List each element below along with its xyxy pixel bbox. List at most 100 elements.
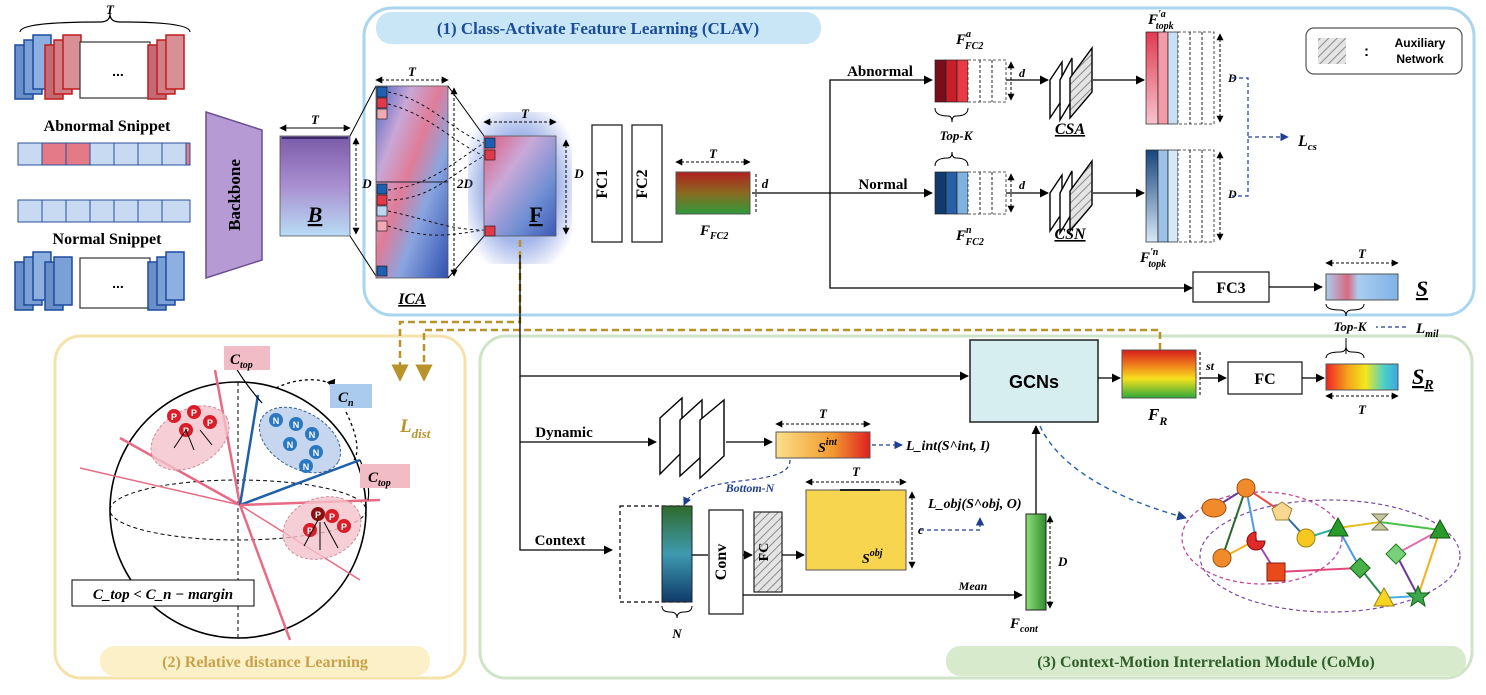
cn-arc [275,378,336,389]
sobj-label: Sobj [862,548,883,567]
svg-text:Ctop: Ctop [230,352,253,371]
bottom-video-frames [14,251,185,311]
p-node-label: P [171,412,177,422]
fc3-label: FC3 [1216,280,1245,297]
clav-region [362,6,1476,317]
ffc2-d-label: d [762,176,769,191]
n-label: N [671,626,682,641]
gcns-to-graph-arrow [1039,425,1187,521]
n-node-label: N [287,440,294,450]
s-label: S [1416,276,1428,301]
s-t-label: T [1358,246,1367,261]
normal-branch-label: Normal [858,177,907,193]
dynamic-label: Dynamic [535,425,593,441]
ctop-top-label: Ctop [224,346,270,371]
context-line [519,376,613,555]
fr-block: st FR [1121,349,1215,428]
ffc2-label: FFC2 [699,223,728,242]
clav-title: (1) Class-Activate Feature Learning (CLA… [437,19,759,38]
sobj-t-label: T [852,464,861,479]
f-label: F [529,202,542,227]
fr-label: FR [1147,405,1167,428]
ica-block: T 2D ICA [375,64,474,308]
n-nodes: N N N N N N [269,413,323,473]
lcs-label: Lcs [1297,133,1317,153]
graph-illustration [1181,478,1461,613]
cn-label: Cn [330,384,372,409]
n-node-label: N [273,416,280,426]
s-block: T S [1325,246,1428,317]
fn-d-label: d [1019,178,1026,192]
sobj-block: T Sobj c [805,464,924,571]
csn-block: CSN [1049,158,1093,243]
como-title-pill [946,646,1466,676]
abnormal-snippet-bar [17,142,191,166]
fr-st-label: st [1205,359,1215,373]
p-node-label: P [191,408,197,418]
lint-label: L_int(S^int, I) [905,439,990,454]
legend-line2: Network [1396,52,1444,66]
b-block: T D B [279,112,372,237]
top-snippet-t-label: T [106,2,115,17]
conv-label: Conv [713,544,730,580]
lobj-label: L_obj(S^obj, O) [927,497,1022,512]
abnormal-branch [829,75,933,193]
ica-t-label: T [408,64,417,79]
p-node-label: P [329,512,335,522]
equation-text: C_top < C_n − margin [93,587,233,603]
rdl-region [53,334,467,680]
normal-snippet-bar [17,199,191,223]
b-block-t-label: T [311,112,320,127]
fc-aux-label: FC [757,543,772,562]
mil-topk-label: Top-K [1334,319,1368,334]
fc2-label: FC2 [634,169,651,198]
como-title: (3) Context-Motion Interrelation Module … [1037,654,1374,671]
sint-label: Sint [818,437,838,456]
sr-block: T SR [1325,345,1434,417]
sr-t-label: T [1358,402,1367,417]
ldist-label: Ldist [399,416,431,441]
svg-text:Cn: Cn [338,390,354,409]
fc2-box [631,124,663,243]
sint-block: T Sint [775,406,871,459]
n-brace [661,605,693,619]
clav-title-pill [376,12,821,44]
fcont-block: D Fcont [1009,513,1068,635]
p-node-label: P [315,510,321,520]
legend-colon: : [1364,43,1369,60]
top-snippet-ellipsis: ... [112,63,124,79]
f-t-label: T [521,106,530,121]
fcont-label: Fcont [1009,616,1039,635]
sphere-diagram [79,367,381,641]
equation-box [71,579,255,607]
mean-label: Mean [958,579,988,593]
b-to-ica-line-top [349,85,377,137]
rdl-title: (2) Relative distance Learning [162,654,368,671]
conv-box [708,509,744,615]
csa-block: CSA [1049,45,1093,138]
sint-t-label: T [819,406,828,421]
bottom-snippet-ellipsis: ... [112,275,124,291]
lmil-label: Lmil [1415,321,1439,340]
normal-snippet-label: Normal Snippet [53,231,163,248]
p-nodes-bottom: P P P P [303,507,351,550]
auxiliary-network-legend: : Auxiliary Network [1305,27,1463,75]
ctop-right-label: Ctop [360,464,410,489]
backbone-trapezoid [205,110,263,280]
como-region [478,334,1474,680]
b-block-d-label: D [361,176,372,191]
f-block: T D F [468,106,584,264]
n-node-label: N [313,448,320,458]
fc1-box [591,124,623,243]
p-node-label: P [307,526,313,536]
fc-box [1227,361,1303,395]
fc1-label: FC1 [594,169,611,198]
rdl-title-pill [100,646,430,676]
